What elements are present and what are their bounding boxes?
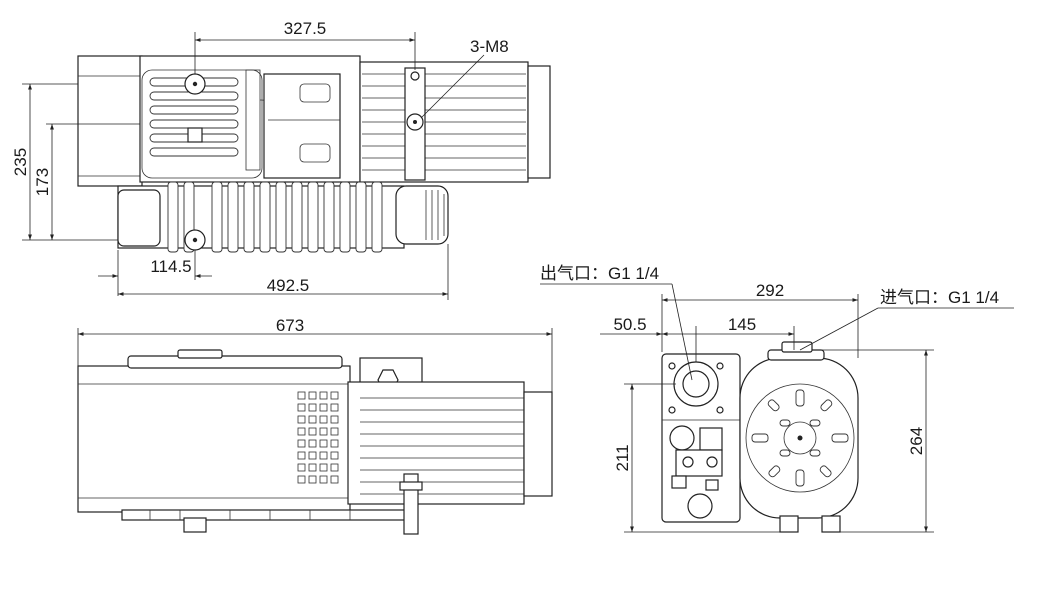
inlet-label: 进气口：G1 1/4 xyxy=(880,288,999,307)
front-motor-fins xyxy=(360,397,524,495)
motor-fins xyxy=(362,73,526,171)
side-view: 出气口：G1 1/4 进气口：G1 1/4 292 50.5 145 211 2… xyxy=(540,264,1014,533)
dim-292: 292 xyxy=(756,281,784,300)
dim-492-5: 492.5 xyxy=(267,276,310,295)
dim-211: 211 xyxy=(613,444,632,471)
dim-264: 264 xyxy=(907,427,926,455)
dim-673: 673 xyxy=(276,316,304,335)
lower-fins xyxy=(167,181,383,253)
top-view: 327.5 3-M8 235 173 114.5 492.5 xyxy=(11,19,551,300)
dim-114-5: 114.5 xyxy=(150,257,191,276)
label-3-m8: 3-M8 xyxy=(470,37,509,56)
dim-173: 173 xyxy=(33,168,52,196)
dim-145: 145 xyxy=(728,315,756,334)
fan-grille xyxy=(745,383,855,493)
dim-235: 235 xyxy=(11,148,30,176)
front-view: 673 xyxy=(77,316,553,535)
dim-327-5: 327.5 xyxy=(284,19,327,38)
vent-grid xyxy=(297,391,339,484)
upper-fins xyxy=(149,77,239,157)
outlet-label: 出气口：G1 1/4 xyxy=(540,264,659,283)
dim-50-5: 50.5 xyxy=(613,315,646,334)
